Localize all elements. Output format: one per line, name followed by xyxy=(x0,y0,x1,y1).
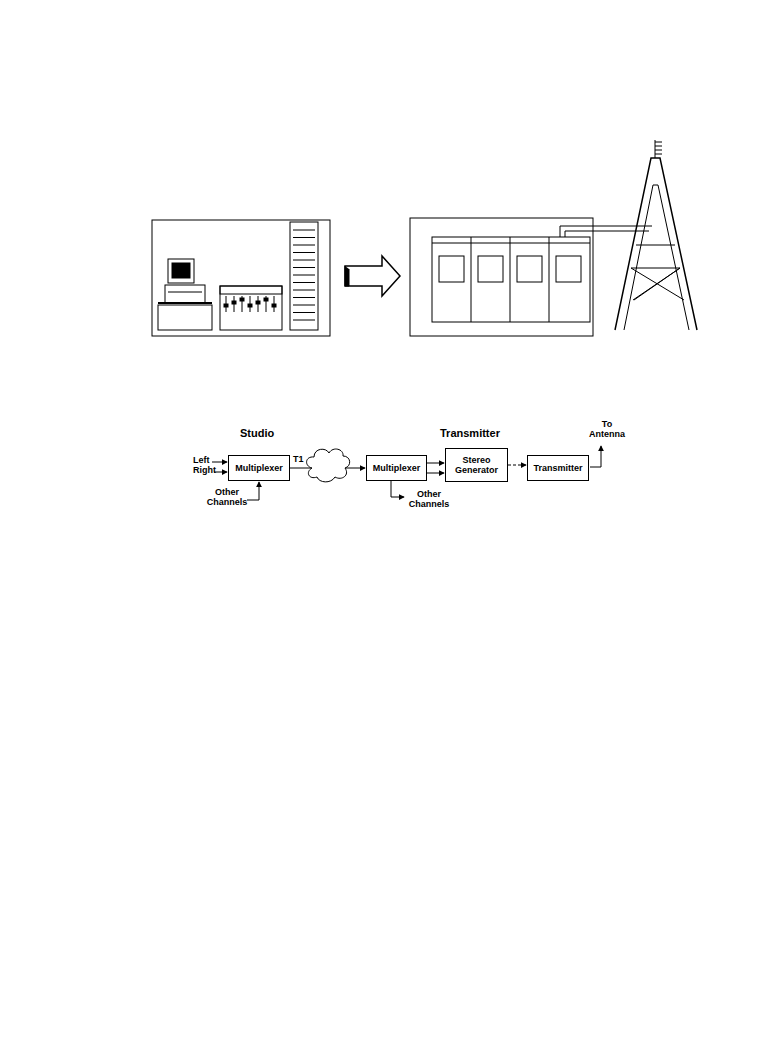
cabinet-divider xyxy=(549,237,550,322)
section-heading: Studio xyxy=(240,427,274,439)
keyboard xyxy=(158,302,212,304)
input-wire xyxy=(247,482,259,500)
computer-base xyxy=(165,285,205,303)
console-sliders xyxy=(224,296,276,312)
cloud xyxy=(307,449,350,482)
output-wire xyxy=(391,481,404,497)
mixing-console xyxy=(220,286,282,330)
rack-unit xyxy=(293,275,315,276)
cabinet-divider xyxy=(471,237,472,322)
box-label: Multiplexer xyxy=(373,463,421,473)
rack-unit xyxy=(293,260,315,261)
antenna xyxy=(655,140,662,158)
monitor xyxy=(168,259,194,283)
rack-unit xyxy=(293,297,315,298)
transmitter-cabinets xyxy=(432,237,590,322)
input-wire xyxy=(212,462,227,463)
rack-unit xyxy=(293,312,315,313)
cabinet-window xyxy=(478,256,503,282)
connector xyxy=(427,463,444,464)
rack-unit xyxy=(293,320,315,321)
box-label: Transmitter xyxy=(533,463,582,473)
rack-unit xyxy=(293,252,315,253)
drive-slot xyxy=(168,292,202,293)
line-label: T1 xyxy=(293,455,304,465)
transfer-arrow xyxy=(345,256,400,296)
signal-name: Other Channels xyxy=(407,490,451,510)
cabinet-divider xyxy=(510,237,511,322)
equipment-rack xyxy=(290,222,318,330)
tower-inner xyxy=(624,185,689,330)
section-heading: Transmitter xyxy=(440,427,500,439)
cabinet-window xyxy=(517,256,542,282)
slider-knob xyxy=(248,304,252,307)
console-top xyxy=(220,286,282,294)
monitor-screen xyxy=(172,263,190,278)
studio-room xyxy=(152,220,330,336)
cabinet-window xyxy=(556,256,581,282)
connector xyxy=(508,465,526,466)
slider-knob xyxy=(240,298,244,301)
slider-knob xyxy=(232,301,236,304)
transmitter-building xyxy=(410,218,593,336)
rack-unit xyxy=(293,230,315,231)
rack-units xyxy=(293,230,315,320)
rack-unit xyxy=(293,282,315,283)
connector xyxy=(427,473,444,474)
cabinet-top xyxy=(432,243,590,244)
rack-unit xyxy=(293,267,315,268)
signal-name: Other Channels xyxy=(205,488,249,508)
signal-name: Right xyxy=(193,466,216,476)
desk xyxy=(158,305,212,330)
feed-line xyxy=(560,226,652,237)
stereo-generator-box: Stereo Generator xyxy=(445,448,508,482)
signal-name: Left xyxy=(193,456,210,466)
feed-line xyxy=(565,231,649,237)
multiplexer-box: Multiplexer xyxy=(228,455,290,481)
cabinet-window xyxy=(439,256,464,282)
rack-unit xyxy=(293,237,315,238)
rack-unit xyxy=(293,305,315,306)
antenna-wire xyxy=(590,446,601,467)
slider-knob xyxy=(224,304,228,307)
tower-bracing xyxy=(631,245,684,300)
slider-knob xyxy=(264,298,268,301)
slider-knob xyxy=(272,304,276,307)
multiplexer-box: Multiplexer xyxy=(366,455,427,481)
signal-name: To Antenna xyxy=(587,420,627,440)
rack-unit xyxy=(293,290,315,291)
transmitter-box: Transmitter xyxy=(527,455,589,481)
tower xyxy=(615,158,697,330)
box-label: Stereo Generator xyxy=(450,455,503,476)
slider-knob xyxy=(256,301,260,304)
arrow-shade xyxy=(345,266,349,286)
box-label: Multiplexer xyxy=(235,463,283,473)
rack-unit xyxy=(293,245,315,246)
